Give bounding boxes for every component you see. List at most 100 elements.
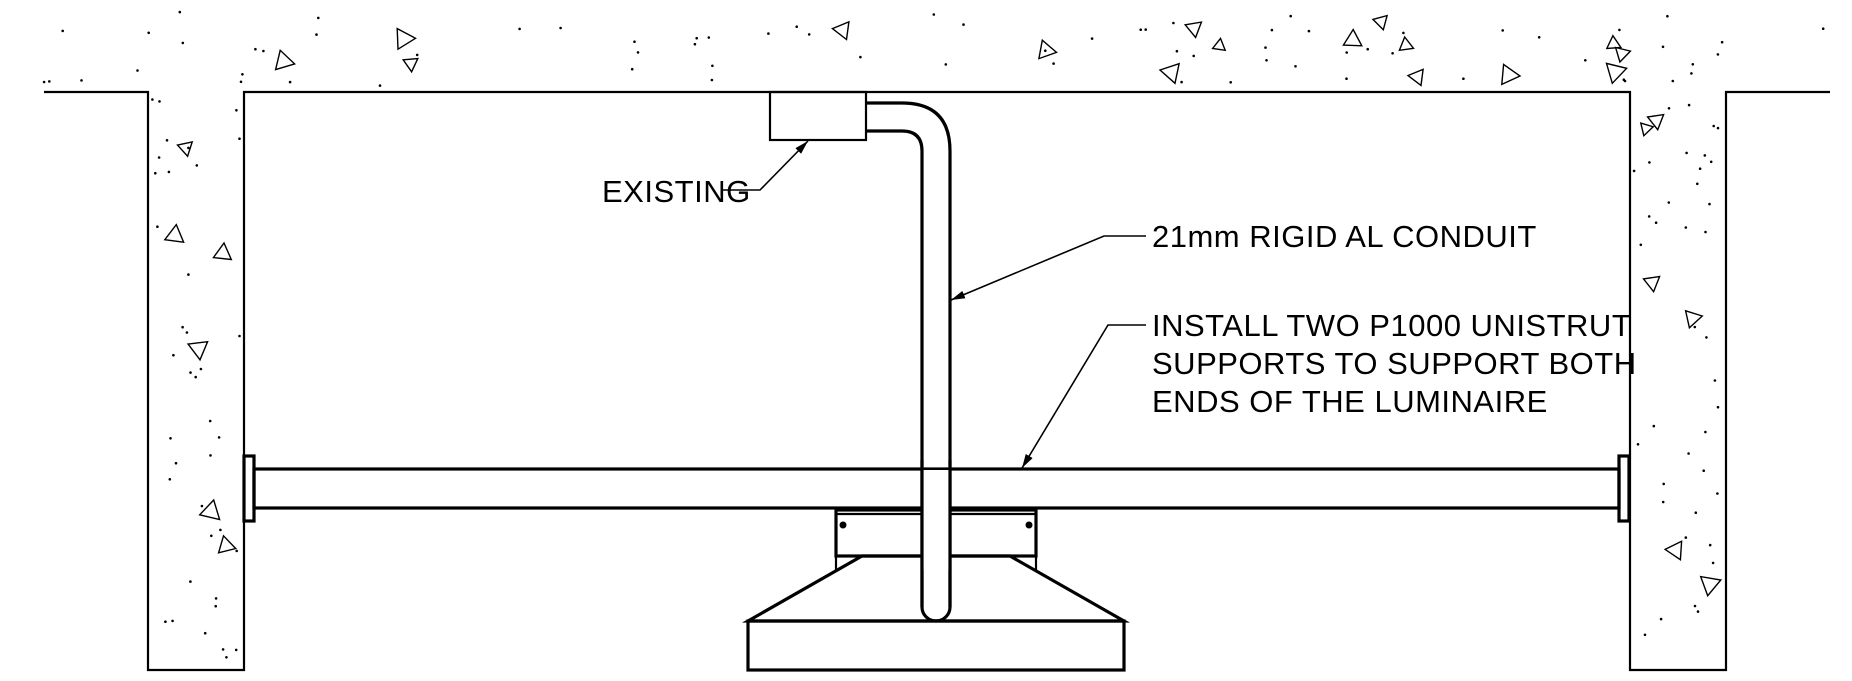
aggregate-dot — [633, 40, 636, 43]
aggregate-dot — [169, 437, 172, 440]
aggregate-dot — [158, 100, 161, 103]
leaders — [722, 140, 1146, 469]
aggregate-dot — [1662, 482, 1665, 486]
aggregate-triangle — [1614, 46, 1632, 64]
aggregate-dot — [1366, 47, 1369, 51]
aggregate-dot — [1402, 31, 1405, 35]
aggregate-dot — [80, 79, 83, 82]
conduit-foreground — [920, 460, 952, 607]
aggregate-dot — [1647, 215, 1651, 218]
aggregate-triangle — [1699, 575, 1723, 598]
aggregate-dot — [1652, 424, 1656, 428]
aggregate-dot — [1462, 77, 1465, 80]
aggregate-dot — [235, 109, 238, 112]
aggregate-dot — [317, 16, 320, 20]
aggregate-dot — [636, 51, 640, 54]
aggregate-dot — [241, 73, 244, 76]
aggregate-triangle — [1398, 35, 1415, 52]
aggregate-dot — [178, 10, 182, 14]
aggregate-dot — [707, 36, 711, 39]
aggregate-triangle — [1646, 113, 1665, 132]
aggregate-dot — [181, 325, 184, 329]
aggregate-dot — [1702, 469, 1705, 473]
aggregate-dot — [48, 80, 51, 83]
concrete-outline — [44, 90, 1830, 672]
aggregate-dot — [1684, 226, 1688, 229]
aggregate-dot — [1708, 202, 1711, 206]
aggregate-dot — [172, 353, 175, 357]
unistrut-label-line-3: ENDS OF THE LUMINAIRE — [1152, 384, 1548, 419]
aggregate-dot — [807, 33, 811, 36]
bracket-bolt-right — [1025, 521, 1033, 529]
aggregate-dot — [1666, 14, 1669, 18]
aggregate-dot — [1052, 62, 1055, 65]
aggregate-dot — [1705, 336, 1708, 339]
aggregate-triangle — [1158, 62, 1181, 85]
aggregate-dot — [1720, 40, 1724, 44]
aggregate-dot — [1307, 29, 1311, 33]
aggregate-dot — [235, 549, 238, 553]
aggregate-dot — [187, 273, 190, 276]
aggregate-dot — [1090, 37, 1094, 40]
aggregate-dot — [1537, 36, 1541, 39]
conduit-mask — [923, 470, 949, 570]
aggregate-dot — [164, 620, 167, 623]
aggregate-dot — [167, 170, 171, 174]
aggregate-dot — [225, 656, 228, 659]
aggregate-dot — [630, 67, 634, 71]
aggregate-dot — [1659, 617, 1663, 621]
aggregate-dot — [165, 139, 169, 142]
aggregate-dot — [518, 27, 521, 31]
aggregate-dot — [1690, 72, 1693, 75]
aggregate-triangle — [1183, 21, 1203, 39]
existing-leader — [722, 140, 809, 191]
unistrut-label-line-2: SUPPORTS TO SUPPORT BOTH — [1152, 346, 1637, 381]
aggregate-dot — [559, 26, 562, 30]
aggregate-dot — [1667, 107, 1671, 110]
aggregate-dot — [1180, 80, 1183, 84]
aggregate-triangle — [1605, 34, 1623, 50]
aggregate-dot — [189, 371, 192, 374]
aggregate-dot — [254, 47, 257, 51]
aggregate-dot — [214, 604, 217, 608]
luminaire-housing — [746, 619, 1126, 672]
aggregate-dot — [199, 367, 203, 371]
aggregate-dot — [693, 42, 697, 46]
aggregate-triangle — [1663, 540, 1683, 561]
aggregate-triangle — [217, 534, 238, 554]
aggregate-dot — [1667, 201, 1671, 204]
aggregate-triangle — [198, 498, 221, 521]
aggregate-dot — [1712, 124, 1715, 128]
aggregate-dot — [1713, 379, 1717, 382]
aggregate-dot — [189, 580, 192, 583]
aggregate-dot — [1704, 430, 1707, 434]
aggregate-dot — [1694, 511, 1698, 514]
aggregate-triangle — [1642, 275, 1661, 294]
aggregate-dot — [1716, 126, 1720, 130]
aggregate-dot — [1693, 325, 1697, 329]
aggregate-dot — [1704, 230, 1707, 234]
aggregate-dot — [1703, 154, 1707, 157]
aggregate-triangle — [1406, 68, 1424, 87]
aggregate-dot — [1687, 103, 1691, 107]
aggregate-dot — [859, 55, 862, 59]
aggregate-dot — [1687, 452, 1690, 455]
aggregate-dot — [1391, 52, 1394, 55]
aggregate-dot — [42, 80, 46, 84]
aggregate-dot — [1265, 59, 1268, 62]
aggregate-dot — [711, 64, 714, 68]
aggregate-triangle — [396, 27, 417, 51]
aggregate-dot — [187, 146, 190, 150]
aggregate-dot — [1345, 51, 1348, 54]
unistrut-leader — [1021, 324, 1146, 469]
aggregate-dot — [1711, 561, 1715, 565]
aggregate-dot — [238, 137, 241, 140]
aggregate-triangle — [186, 340, 209, 362]
aggregate-dot — [1671, 79, 1675, 83]
aggregate-dot — [288, 80, 292, 84]
aggregate-dot — [1709, 160, 1713, 164]
aggregate-dot — [1175, 49, 1179, 53]
aggregate-dot — [156, 225, 159, 228]
aggregate-dot — [1172, 21, 1175, 25]
aggregate-dot — [210, 534, 213, 538]
